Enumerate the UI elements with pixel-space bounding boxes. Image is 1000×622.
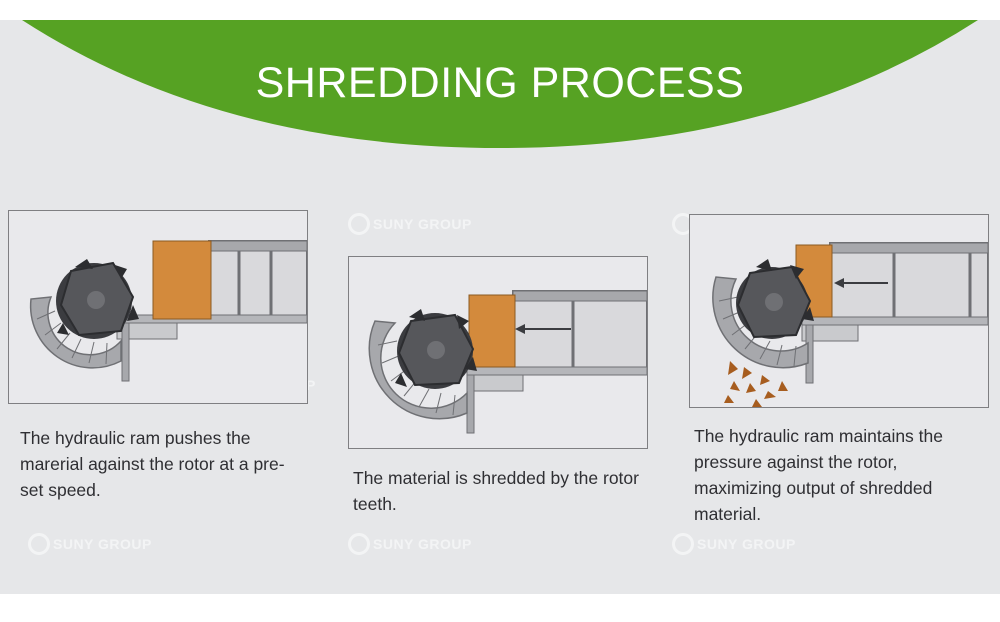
watermark-text: SUNY GROUP bbox=[697, 536, 796, 552]
watermark-logo: SUNY GROUP bbox=[348, 533, 472, 555]
page-title: SHREDDING PROCESS bbox=[255, 59, 745, 107]
watermark-text: SUNY GROUP bbox=[373, 536, 472, 552]
shredder-diagram bbox=[368, 290, 647, 434]
shredded-material-chips bbox=[724, 361, 788, 407]
watermark-text: SUNY GROUP bbox=[373, 216, 472, 232]
title-banner bbox=[22, 20, 978, 148]
step-3-caption: The hydraulic ram maintains the pressure… bbox=[694, 426, 943, 524]
watermark-icon bbox=[672, 533, 694, 555]
step-1-illustration bbox=[8, 210, 308, 404]
step-2-caption: The material is shredded by the rotor te… bbox=[353, 468, 639, 514]
watermark-logo: SUNY GROUP bbox=[28, 533, 152, 555]
step-2-illustration bbox=[348, 256, 648, 449]
watermark-logo: SUNY GROUP bbox=[348, 213, 472, 235]
shredder-diagram bbox=[712, 242, 988, 407]
watermark-icon bbox=[348, 213, 370, 235]
watermark-icon bbox=[28, 533, 50, 555]
watermark-text: SUNY GROUP bbox=[53, 536, 152, 552]
shredder-diagram bbox=[29, 240, 307, 382]
watermark-logo: SUNY GROUP bbox=[672, 533, 796, 555]
step-3-illustration bbox=[689, 214, 989, 408]
watermark-icon bbox=[348, 533, 370, 555]
step-1-caption: The hydraulic ram pushes the marerial ag… bbox=[20, 428, 285, 500]
diagram-canvas: SHREDDING PROCESS SUNY GROUP SUNY GROUP … bbox=[0, 20, 1000, 594]
